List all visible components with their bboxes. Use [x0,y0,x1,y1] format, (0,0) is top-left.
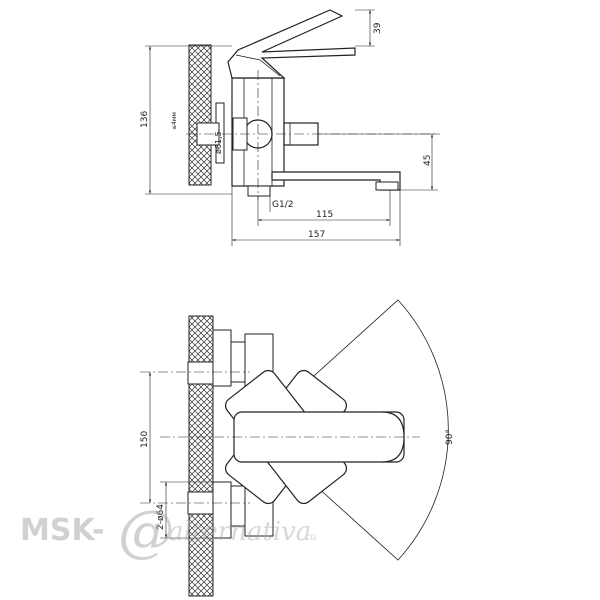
watermark-script: alternativa [168,517,311,547]
dim-total-length: 157 [308,230,325,240]
dim-height-total: 136 [140,111,150,128]
nut-upper [230,341,246,383]
dim-spacing: 150 [140,431,150,448]
bottom-view: 90° 150 2-ø64 [140,299,455,597]
dim-rotation-angle: 90° [445,429,455,445]
watermark-brand: MSK- [20,513,105,548]
shower-outlet [247,185,271,197]
watermark: MSK- @ alternativa .ru [20,499,316,564]
dim-diameter-top: ø61,5 [214,131,223,154]
dim-diameter-bottom: 2-ø64 [156,504,166,530]
top-view: 39 136 45 ≤4мм ø61,5 G1/2 115 157 [140,9,440,246]
dim-thread: G1/2 [272,200,293,210]
watermark-at-icon: @ [118,499,174,564]
dim-side-small: ≤4мм [171,112,178,130]
dim-height-top: 39 [373,22,383,34]
rotation-sector [253,299,449,561]
wall-section-top [188,44,212,186]
dim-spout-length: 115 [316,210,333,220]
dim-spout-height: 45 [423,155,433,166]
lever-handle-top [227,9,356,79]
wall-section-bottom [188,315,214,597]
watermark-suffix: .ru [302,532,316,543]
